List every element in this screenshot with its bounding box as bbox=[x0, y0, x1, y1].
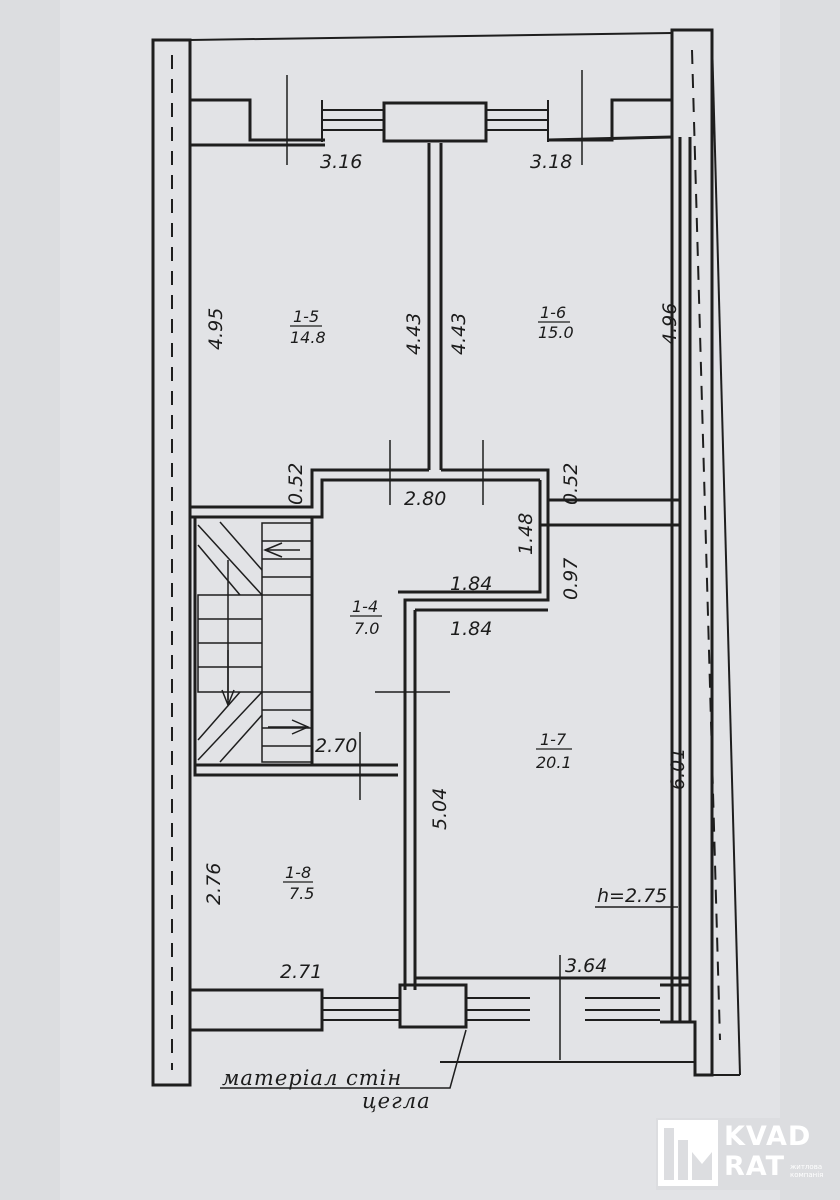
logo-sub-2: компанія bbox=[790, 1171, 824, 1179]
dim-hall-width: 2.80 bbox=[404, 488, 446, 510]
logo-tagline: житлова компанія bbox=[790, 1163, 823, 1179]
dim-r17-left: 5.04 bbox=[429, 788, 451, 830]
room-area: 15.0 bbox=[538, 323, 574, 342]
logo-wordmark: KVAD RAT bbox=[724, 1122, 811, 1182]
window-top-right bbox=[486, 100, 549, 142]
window-bottom-left bbox=[322, 997, 400, 1021]
room-area: 20.1 bbox=[536, 753, 572, 772]
room-area: 7.0 bbox=[354, 619, 379, 638]
room-id: 1-6 bbox=[540, 303, 566, 322]
room-1-5: 1-5 14.8 bbox=[290, 307, 326, 347]
room-id: 1-7 bbox=[540, 730, 567, 749]
room-area: 14.8 bbox=[290, 328, 326, 347]
dim-r18-width: 2.71 bbox=[280, 961, 322, 983]
dim-hall-step: 0.97 bbox=[560, 558, 582, 600]
dim-r17-right: 6.01 bbox=[667, 748, 689, 790]
window-top-left bbox=[321, 100, 384, 142]
room-1-4: 1-4 7.0 bbox=[350, 597, 382, 638]
dim-stair-width: 2.70 bbox=[315, 735, 357, 757]
room-1-6: 1-6 15.0 bbox=[538, 303, 574, 342]
room-1-8: 1-8 7.5 bbox=[283, 863, 314, 903]
dim-hall-top-left: 0.52 bbox=[285, 463, 307, 505]
staircase bbox=[197, 521, 313, 763]
dim-hall-step-a: 1.84 bbox=[450, 573, 492, 595]
kvadrat-logo bbox=[656, 1118, 826, 1190]
room-area: 7.5 bbox=[289, 884, 314, 903]
wall-note-leader bbox=[220, 1029, 467, 1089]
logo-sub-1: житлова bbox=[790, 1163, 823, 1171]
wall-material-value: цегла bbox=[362, 1089, 431, 1113]
wall-material-label: матеріал стін bbox=[222, 1066, 402, 1090]
room-id: 1-5 bbox=[293, 307, 319, 326]
dim-r16-width: 3.18 bbox=[530, 151, 572, 173]
dim-r15-width: 3.16 bbox=[320, 151, 362, 173]
windows bbox=[321, 100, 660, 1021]
window-bottom-middle bbox=[466, 997, 530, 1021]
dim-r17-width: 3.64 bbox=[565, 955, 607, 977]
window-bottom-right bbox=[585, 997, 660, 1021]
room-id: 1-8 bbox=[285, 863, 311, 882]
logo-line-1: KVAD bbox=[724, 1121, 812, 1152]
outer-wall-left bbox=[151, 38, 192, 1087]
dim-hall-step-b: 1.84 bbox=[450, 618, 492, 640]
room-1-7: 1-7 20.1 bbox=[536, 730, 572, 772]
walls bbox=[151, 28, 741, 1087]
dim-hall-top-right: 0.52 bbox=[560, 463, 582, 505]
room-id: 1-4 bbox=[352, 597, 378, 616]
ceiling-height: h=2.75 bbox=[597, 885, 667, 907]
dim-hall-right: 1.48 bbox=[515, 513, 537, 555]
logo-line-2: RAT bbox=[724, 1151, 786, 1182]
dim-r16-left: 4.43 bbox=[448, 313, 470, 355]
dim-r16-right: 4.96 bbox=[659, 303, 681, 345]
dim-r18-height: 2.76 bbox=[203, 863, 225, 905]
dim-r15-right: 4.43 bbox=[403, 313, 425, 355]
dim-r15-left: 4.95 bbox=[205, 308, 227, 350]
door-marks bbox=[286, 70, 583, 1060]
wall-axis-lines bbox=[171, 49, 721, 1070]
